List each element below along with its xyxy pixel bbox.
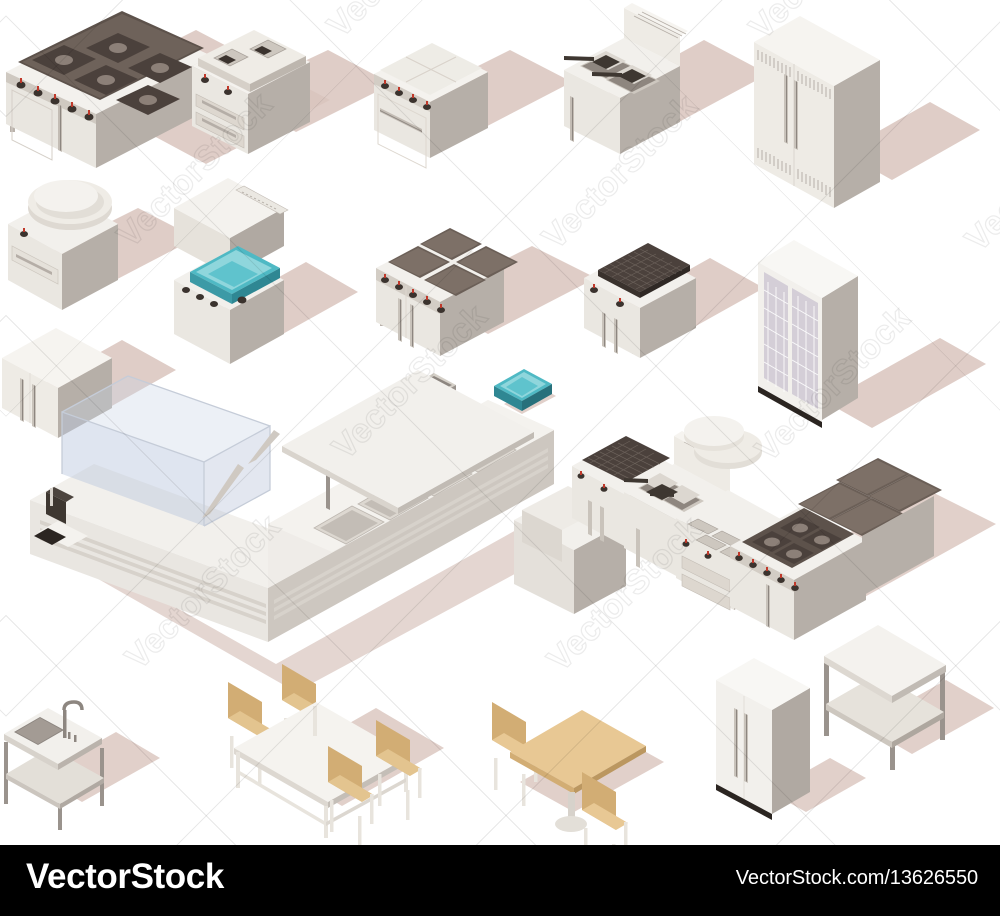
object-work-table-shelf bbox=[808, 625, 998, 780]
object-double-deck-oven bbox=[178, 14, 398, 164]
object-dining-table-rectangular bbox=[200, 660, 460, 846]
object-solid-top-range-oven bbox=[358, 20, 578, 169]
object-dishwasher-hood-type bbox=[160, 168, 360, 368]
object-dining-table-square bbox=[462, 690, 682, 874]
object-tilting-boiling-pan bbox=[0, 168, 200, 318]
object-electric-range-four-plate bbox=[362, 210, 602, 360]
object-serving-counter-island bbox=[14, 370, 634, 692]
source-url-text: VectorStock.com/13626550 bbox=[735, 867, 978, 889]
object-upright-refrigerator bbox=[700, 658, 870, 840]
object-glass-door-refrigerator bbox=[742, 240, 992, 440]
footer-bar: VectorStock VectorStock.com/13626550 bbox=[0, 845, 1000, 916]
object-upright-refrigerator-tall bbox=[732, 2, 982, 208]
vectorstock-logo: VectorStock bbox=[26, 857, 224, 896]
object-charcoal-char-grill bbox=[572, 222, 772, 362]
object-base-cabinet bbox=[0, 314, 180, 444]
object-prep-sink-table bbox=[0, 700, 170, 830]
object-cook-line-suite bbox=[566, 400, 1000, 640]
object-deep-fryer-double bbox=[546, 0, 776, 160]
object-gastronorm-tray bbox=[488, 369, 560, 418]
